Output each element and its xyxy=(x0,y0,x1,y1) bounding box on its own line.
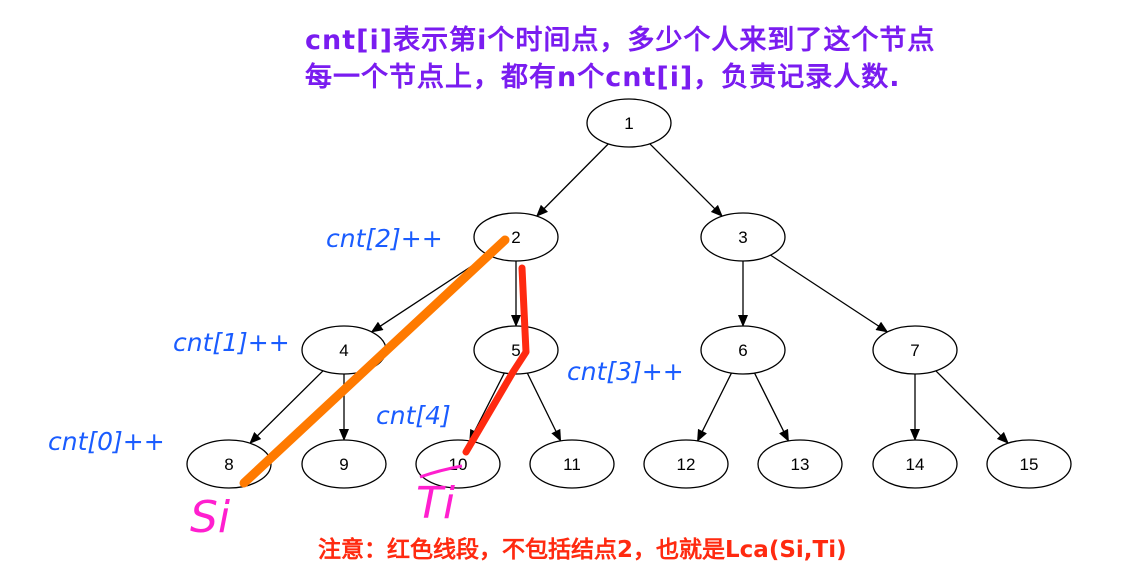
node-label: 11 xyxy=(563,455,581,474)
orange-path-si xyxy=(239,235,510,488)
node-label: 4 xyxy=(339,341,348,360)
tree-node-11: 11 xyxy=(529,439,615,489)
title-line-2: 每一个节点上，都有n个cnt[i]，负责记录人数. xyxy=(305,62,901,93)
tree-node-14: 14 xyxy=(872,439,958,489)
node-ellipse xyxy=(872,439,958,489)
tree-node-1: 1 xyxy=(586,98,672,148)
edge-5-11 xyxy=(526,372,562,442)
node-label: 6 xyxy=(738,341,747,360)
tree-node-3: 3 xyxy=(700,212,786,262)
node-ellipse xyxy=(986,439,1072,489)
node-label: 7 xyxy=(910,341,919,360)
node-ellipse xyxy=(473,325,559,375)
label-cnt1: cnt[1]++ xyxy=(173,328,290,357)
si-handwriting: Si xyxy=(190,492,231,543)
node-label: 13 xyxy=(791,455,810,474)
node-ellipse xyxy=(301,439,387,489)
tree-node-5: 5 xyxy=(473,325,559,375)
node-label: 12 xyxy=(677,455,696,474)
red-path-ti xyxy=(462,264,530,456)
node-ellipse xyxy=(415,439,501,489)
node-ellipse xyxy=(757,439,843,489)
note-text: 注意：红色线段，不包括结点2，也就是Lca(Si,Ti) xyxy=(318,537,847,563)
tree-node-13: 13 xyxy=(757,439,843,489)
tree-node-6: 6 xyxy=(700,325,786,375)
tree-node-15: 15 xyxy=(986,439,1072,489)
tree-node-7: 7 xyxy=(872,325,958,375)
label-cnt4: cnt[4] xyxy=(376,401,451,430)
node-label: 8 xyxy=(224,455,233,474)
node-ellipse xyxy=(700,212,786,262)
edge-4-8 xyxy=(249,370,324,444)
label-cnt2: cnt[2]++ xyxy=(326,224,443,253)
title-line-1: cnt[i]表示第i个时间点，多少个人来到了这个节点 xyxy=(305,25,936,56)
label-cnt3: cnt[3]++ xyxy=(567,357,684,386)
edge-1-2 xyxy=(535,143,609,217)
edge-1-3 xyxy=(649,143,723,217)
edge-3-7 xyxy=(770,254,889,333)
tree-node-9: 9 xyxy=(301,439,387,489)
ti-handwriting: Ti xyxy=(416,478,456,529)
edge-6-12 xyxy=(696,372,733,442)
edge-7-15 xyxy=(935,370,1009,444)
node-label: 1 xyxy=(624,114,633,133)
node-label: 3 xyxy=(738,228,747,247)
node-label: 10 xyxy=(449,455,468,474)
label-cnt0: cnt[0]++ xyxy=(48,427,165,456)
node-label: 9 xyxy=(339,455,348,474)
ti-stroke xyxy=(419,464,463,479)
node-ellipse xyxy=(586,98,672,148)
node-label: 15 xyxy=(1020,455,1039,474)
node-ellipse xyxy=(529,439,615,489)
node-label: 5 xyxy=(511,341,520,360)
node-ellipse xyxy=(700,325,786,375)
node-label: 2 xyxy=(511,228,520,247)
edge-6-13 xyxy=(753,372,790,442)
node-ellipse xyxy=(872,325,958,375)
node-label: 14 xyxy=(906,455,925,474)
tree-node-12: 12 xyxy=(643,439,729,489)
node-ellipse xyxy=(643,439,729,489)
